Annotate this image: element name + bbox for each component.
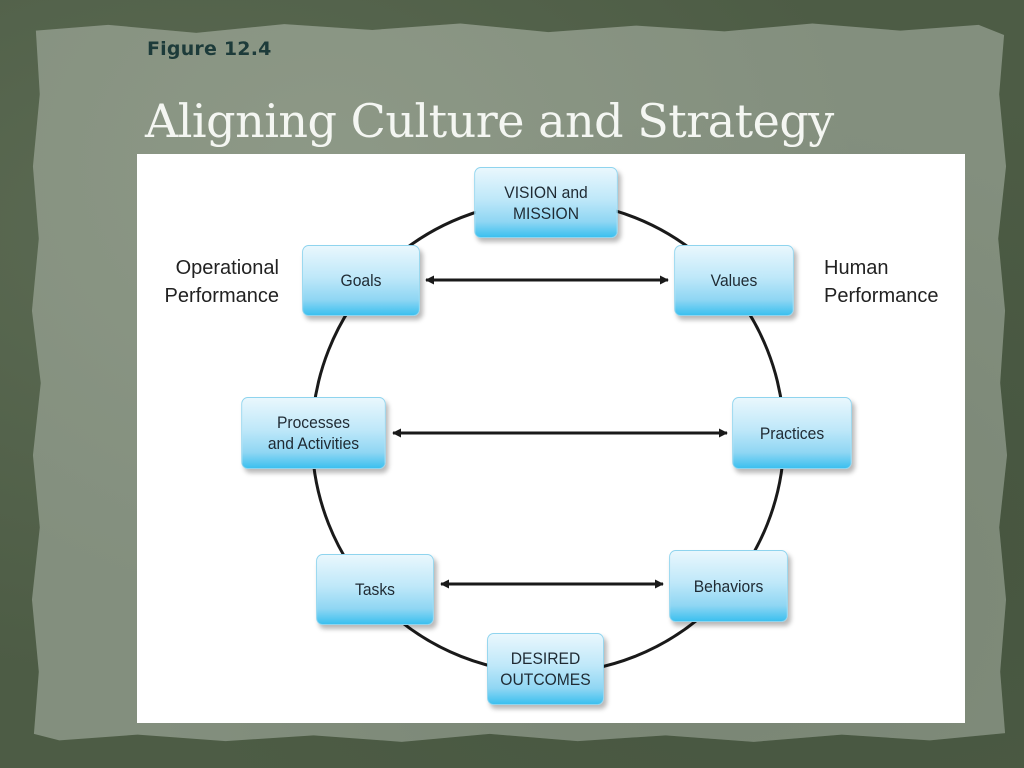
figure-label: Figure 12.4 (147, 38, 272, 60)
node-vision-mission: VISION and MISSION (474, 167, 618, 238)
node-values: Values (674, 245, 794, 316)
node-behaviors: Behaviors (669, 550, 788, 622)
node-processes-activities: Processes and Activities (241, 397, 386, 469)
diagram-panel: VISION and MISSION Goals Values Processe… (137, 154, 965, 723)
node-practices: Practices (732, 397, 852, 469)
label-human-performance: Human Performance (824, 257, 939, 307)
node-goals: Goals (302, 245, 420, 316)
node-desired-outcomes: DESIRED OUTCOMES (487, 633, 604, 705)
slide-title: Aligning Culture and Strategy (145, 94, 834, 148)
label-operational-performance: Operational Performance (164, 257, 280, 307)
node-tasks: Tasks (316, 554, 434, 625)
